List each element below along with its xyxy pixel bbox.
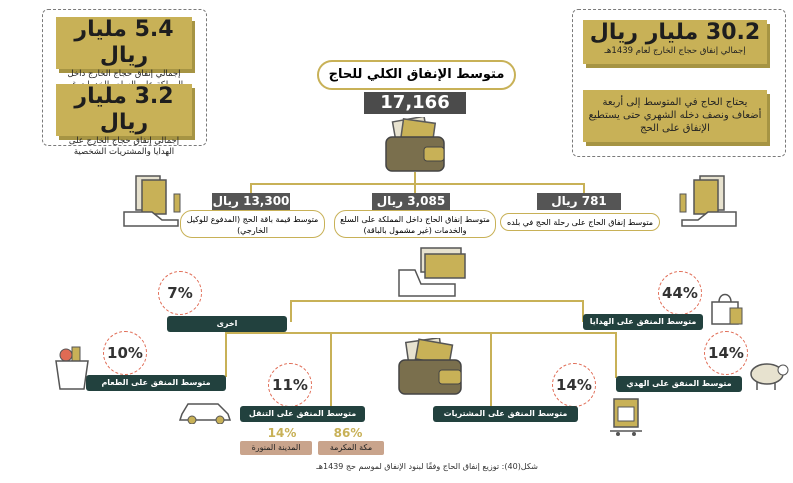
pct-gifts: 44% — [658, 271, 702, 315]
pct-other-text: 7% — [167, 284, 193, 302]
wallet-money-icon — [385, 117, 445, 172]
hand-money-right-icon — [679, 175, 737, 227]
label-sacrifice-text: متوسط المنفق على الهدي والأضاحي — [626, 379, 732, 404]
cat-line-mid — [225, 332, 615, 334]
connector-trunk — [414, 172, 416, 184]
homeland-value-text: 781 ريال — [551, 194, 607, 208]
pct-transport: 11% — [268, 363, 312, 407]
pct-sacrifice-text: 14% — [708, 344, 744, 362]
label-transport-text: متوسط المنفق على التنقل — [248, 409, 357, 418]
inside-label-text: متوسط إنفاق الحاج داخل المملكة على السلع… — [340, 215, 490, 235]
figure-caption: شكل(40): توزيع إنفاق الحاج وفقًا لبنود ا… — [298, 462, 538, 471]
makkah-label-text: مكة المكرمة — [329, 443, 373, 452]
shopping-cart-icon — [610, 398, 642, 436]
pct-transport-text: 11% — [272, 376, 308, 394]
cat-line-sacrifice — [615, 332, 617, 378]
pct-personal: 14% — [552, 363, 596, 407]
total-title-text: متوسط الإنفاق الكلي للحاج — [328, 67, 505, 82]
connector-mid — [414, 183, 416, 193]
madinah-pct-text: 14% — [267, 426, 297, 440]
cat-line-top — [290, 300, 582, 302]
connector-horizontal — [250, 183, 585, 185]
right-card1-text: إجمالي إنفاق حجاج الخارج لعام 1439هـ — [604, 46, 746, 56]
right-card1-value: 30.2 مليار ريال — [589, 20, 761, 45]
label-sacrifice: متوسط المنفق على الهدي والأضاحي — [616, 376, 742, 404]
label-other: اخرى — [167, 316, 287, 332]
label-food-text: متوسط المنفق على الطعام والشراب — [101, 378, 211, 403]
cat-line-transport — [330, 332, 332, 412]
left-card2-value: 3.2 مليار ريال — [74, 84, 174, 135]
package-value: 13,300 ريال — [212, 193, 290, 210]
package-value-text: 13,300 ريال — [212, 194, 290, 208]
hand-cash-center-icon — [398, 247, 466, 297]
left-card1-value: 5.4 مليار ريال — [74, 17, 174, 68]
cat-line-left-vert — [290, 300, 292, 322]
label-personal-text: متوسط المنفق على المشتريات الشخصية — [443, 409, 568, 434]
connector-left — [250, 183, 252, 193]
package-label: متوسط قيمة باقة الحج (المدفوع للوكيل الخ… — [180, 210, 325, 238]
pct-other: 7% — [158, 271, 202, 315]
cat-line-right-vert — [582, 300, 584, 322]
hand-money-left-icon — [123, 175, 181, 227]
total-value: 17,166 ريال — [364, 92, 466, 135]
madinah-label: المدينة المنورة — [240, 441, 312, 455]
label-transport: متوسط المنفق على التنقل — [240, 406, 365, 422]
package-label-text: متوسط قيمة باقة الحج (المدفوع للوكيل الخ… — [186, 215, 319, 235]
shopping-bag-icon — [711, 293, 743, 325]
makkah-pct: 86% — [328, 426, 368, 440]
pct-personal-text: 14% — [556, 376, 592, 394]
label-other-text: اخرى — [216, 319, 238, 328]
makkah-pct-text: 86% — [333, 426, 363, 440]
total-title: متوسط الإنفاق الكلي للحاج — [317, 60, 516, 90]
homeland-value: 781 ريال — [537, 193, 621, 210]
left-card-gifts: 3.2 مليار ريال إجمالي إنفاق حجاج الخارج … — [56, 84, 192, 157]
pct-food-text: 10% — [107, 344, 143, 362]
right-card-income: يحتاج الحاج في المتوسط إلى أربعة أضعاف و… — [583, 90, 767, 142]
inside-value-text: 3,085 ريال — [376, 194, 446, 208]
label-food: متوسط المنفق على الطعام والشراب — [86, 375, 226, 403]
pct-food: 10% — [103, 331, 147, 375]
inside-value: 3,085 ريال — [372, 193, 450, 210]
cat-line-personal — [490, 332, 492, 412]
cat-line-food — [225, 332, 227, 377]
left-card-spending-inside: 5.4 مليار ريال إجمالي إنفاق حجاج الخارج … — [56, 17, 192, 101]
car-icon — [178, 403, 232, 424]
sheep-icon — [750, 363, 789, 390]
left-card2-text: إجمالي إنفاق حجاج الخارج على الهدايا وال… — [68, 136, 180, 157]
homeland-label-text: متوسط إنفاق الحاج على رحلة الحج في بلده — [506, 218, 654, 227]
figure-caption-text: شكل(40): توزيع إنفاق الحاج وفقًا لبنود ا… — [316, 462, 538, 471]
homeland-label: متوسط إنفاق الحاج على رحلة الحج في بلده — [500, 213, 660, 231]
right-summary-box — [572, 9, 786, 157]
inside-label: متوسط إنفاق الحاج داخل المملكة على السلع… — [334, 210, 496, 238]
label-personal: متوسط المنفق على المشتريات الشخصية — [433, 406, 578, 434]
makkah-label: مكة المكرمة — [318, 441, 384, 455]
label-gifts: متوسط المنفق على الهدايا — [583, 314, 703, 330]
right-card2-text: يحتاج الحاج في المتوسط إلى أربعة أضعاف و… — [588, 97, 762, 134]
wallet-cash-bottom-icon — [398, 338, 462, 395]
right-card-total: 30.2 مليار ريال إجمالي إنفاق حجاج الخارج… — [583, 20, 767, 64]
label-gifts-text: متوسط المنفق على الهدايا — [589, 317, 697, 326]
pct-gifts-text: 44% — [662, 284, 698, 302]
connector-right — [583, 183, 585, 193]
madinah-label-text: المدينة المنورة — [251, 443, 301, 452]
left-summary-box — [42, 9, 207, 146]
pct-sacrifice: 14% — [704, 331, 748, 375]
madinah-pct: 14% — [262, 426, 302, 440]
grocery-bag-icon — [55, 346, 89, 390]
